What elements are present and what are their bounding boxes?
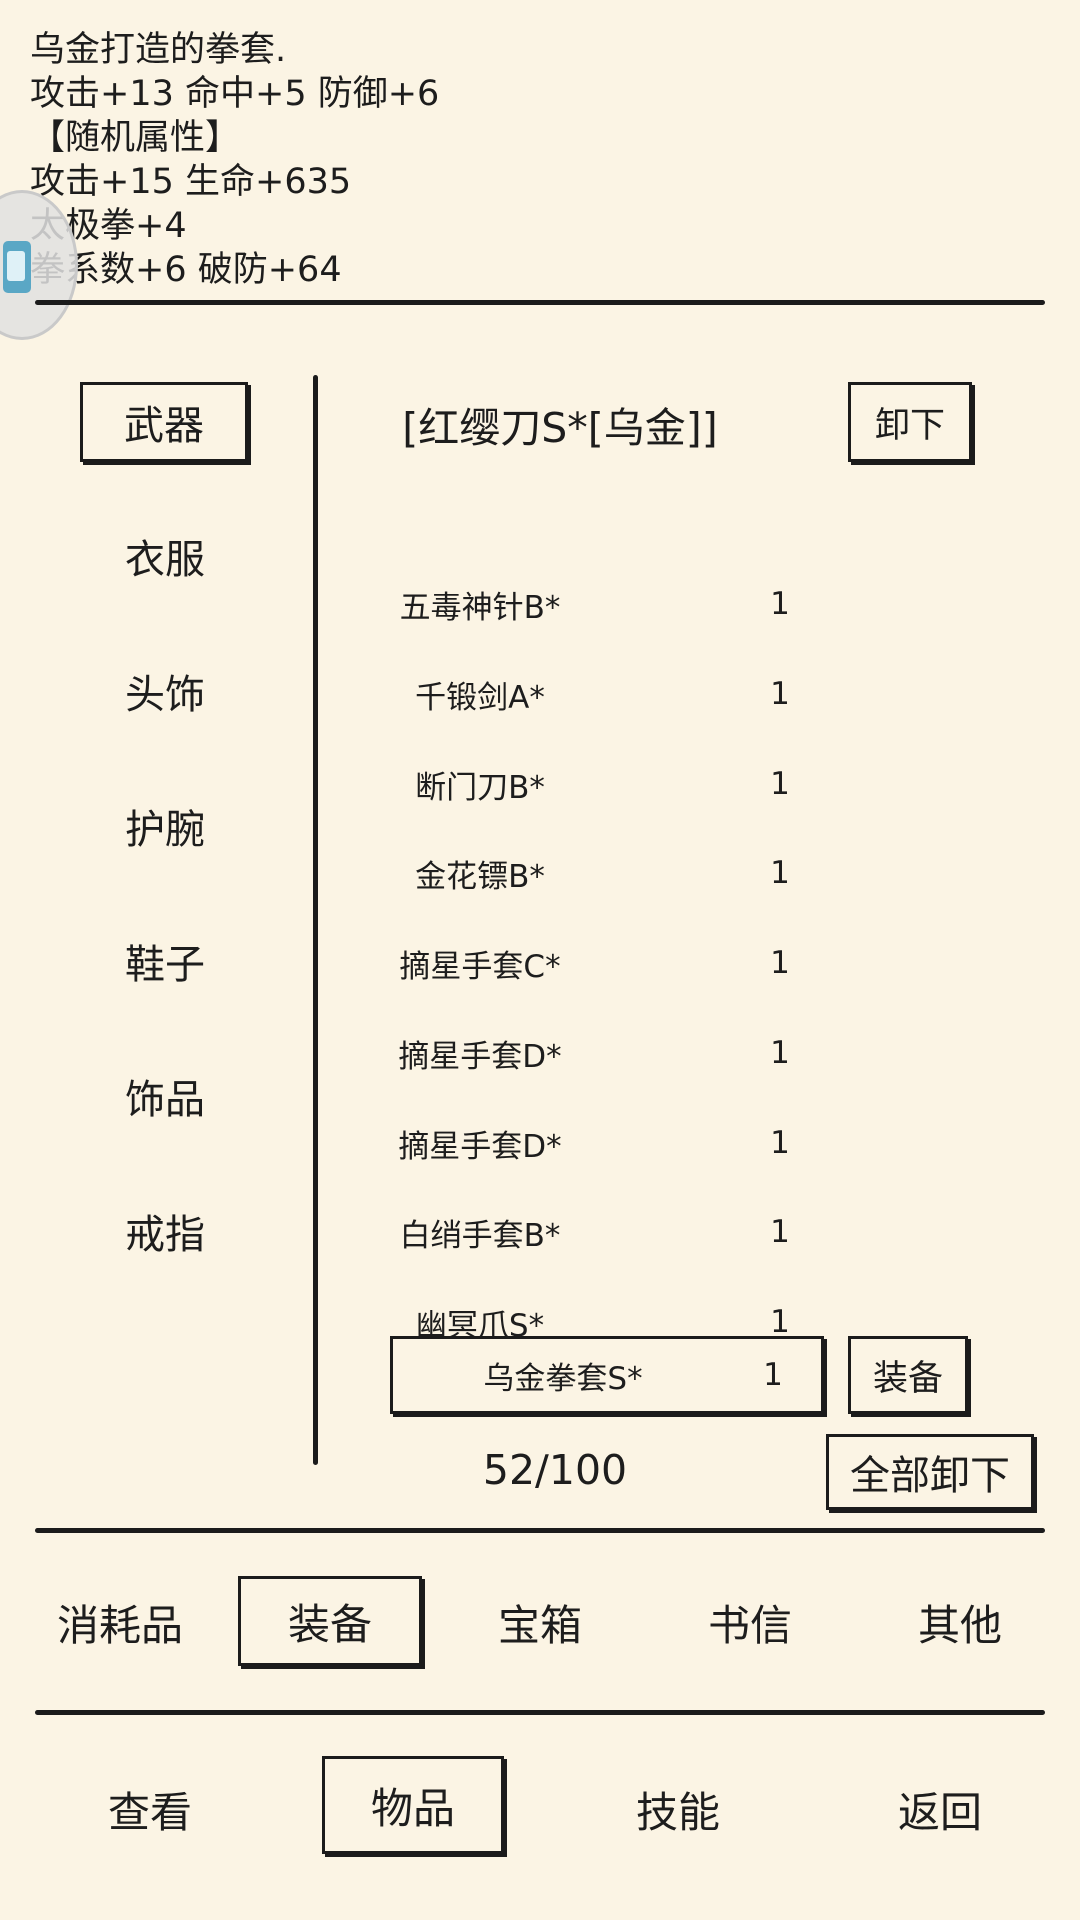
equip-label: 装备 xyxy=(872,1358,943,1399)
category-bracer[interactable]: 护腕 xyxy=(60,784,270,868)
description-line: 乌金打造的拳套. xyxy=(30,30,287,70)
tab-treasure-chests[interactable]: 宝箱 xyxy=(460,1580,620,1664)
divider xyxy=(35,1528,1045,1533)
item-qty: 1 xyxy=(770,945,790,981)
item-name: 白绡手套B* xyxy=(399,1217,561,1254)
item-name: 摘星手套D* xyxy=(398,1038,562,1075)
list-item[interactable]: 断门刀B* 1 xyxy=(330,744,830,824)
item-list[interactable]: 五毒神针B* 1 千锻剑A* 1 断门刀B* 1 金花镖B* 1 摘星手套C* 1 摘星手… xyxy=(330,480,830,1400)
nav-view[interactable]: 查看 xyxy=(70,1766,230,1852)
unequip-button[interactable]: 卸下 xyxy=(848,382,972,462)
item-name: 金花镖B* xyxy=(415,858,545,895)
description-line: 攻击+13 命中+5 防御+6 xyxy=(30,74,440,114)
category-label: 饰品 xyxy=(125,1077,205,1123)
item-qty: 1 xyxy=(770,1035,790,1071)
category-label: 护腕 xyxy=(125,807,205,853)
category-clothes[interactable]: 衣服 xyxy=(60,514,270,598)
description-line: 拳系数+6 破防+64 xyxy=(30,250,342,290)
item-name: 摘星手套C* xyxy=(399,948,561,985)
item-description: 乌金打造的拳套. 攻击+13 命中+5 防御+6 【随机属性】 攻击+15 生命… xyxy=(30,28,1030,290)
vertical-divider xyxy=(313,375,318,1465)
tab-others[interactable]: 其他 xyxy=(880,1580,1040,1664)
tab-label: 书信 xyxy=(707,1600,792,1650)
list-item[interactable]: 摘星手套C* 1 xyxy=(330,923,830,1003)
category-shoes[interactable]: 鞋子 xyxy=(60,919,270,1003)
item-name: 断门刀B* xyxy=(415,769,545,806)
description-line: 【随机属性】 xyxy=(30,118,241,158)
unequip-label: 卸下 xyxy=(874,405,945,446)
divider xyxy=(35,1710,1045,1715)
nav-label: 返回 xyxy=(897,1787,982,1837)
list-item[interactable]: 金花镖B* 1 xyxy=(330,833,830,913)
tab-label: 消耗品 xyxy=(56,1600,183,1650)
tab-label: 宝箱 xyxy=(497,1600,582,1650)
category-headwear[interactable]: 头饰 xyxy=(60,649,270,733)
item-qty: 1 xyxy=(770,766,790,802)
list-item[interactable]: 五毒神针B* 1 xyxy=(330,564,830,644)
equip-button[interactable]: 装备 xyxy=(848,1336,968,1414)
item-qty: 1 xyxy=(770,855,790,891)
nav-label: 查看 xyxy=(107,1787,192,1837)
description-line: 太极拳+4 xyxy=(30,206,187,246)
item-name: 乌金拳套S* xyxy=(483,1360,643,1397)
item-name: 五毒神针B* xyxy=(399,589,561,626)
category-label: 戒指 xyxy=(125,1212,205,1258)
unequip-all-button[interactable]: 全部卸下 xyxy=(826,1434,1034,1510)
tab-letters[interactable]: 书信 xyxy=(670,1580,830,1664)
divider xyxy=(35,300,1045,305)
nav-items[interactable]: 物品 xyxy=(322,1756,504,1854)
tab-consumables[interactable]: 消耗品 xyxy=(40,1580,200,1664)
unequip-all-label: 全部卸下 xyxy=(850,1453,1010,1499)
tab-label: 其他 xyxy=(917,1600,1002,1650)
list-item-selected[interactable]: 乌金拳套S* 1 xyxy=(390,1336,824,1414)
tab-equipment[interactable]: 装备 xyxy=(238,1576,422,1666)
list-item[interactable]: 摘星手套D* 1 xyxy=(330,1013,830,1093)
nav-label: 物品 xyxy=(370,1783,455,1833)
item-qty: 1 xyxy=(770,676,790,712)
item-name: 千锻剑A* xyxy=(415,679,545,716)
description-line: 攻击+15 生命+635 xyxy=(30,162,352,202)
item-qty: 1 xyxy=(770,1214,790,1250)
nav-skills[interactable]: 技能 xyxy=(598,1766,758,1852)
item-qty: 1 xyxy=(770,1125,790,1161)
category-weapon[interactable]: 武器 xyxy=(80,382,248,462)
item-qty: 1 xyxy=(770,1304,790,1340)
nav-back[interactable]: 返回 xyxy=(860,1766,1020,1852)
list-item[interactable]: 摘星手套D* 1 xyxy=(330,1103,830,1183)
item-qty: 1 xyxy=(763,1357,783,1393)
item-qty: 1 xyxy=(770,586,790,622)
category-label: 鞋子 xyxy=(125,942,205,988)
item-name: 摘星手套D* xyxy=(398,1128,562,1165)
category-label: 头饰 xyxy=(125,672,205,718)
category-accessory[interactable]: 饰品 xyxy=(60,1054,270,1138)
list-item[interactable]: 白绡手套B* 1 xyxy=(330,1192,830,1272)
tab-label: 装备 xyxy=(287,1599,372,1649)
category-ring[interactable]: 戒指 xyxy=(60,1189,270,1273)
equipped-item-name: [红缨刀S*[乌金]] xyxy=(402,404,718,452)
nav-label: 技能 xyxy=(635,1787,720,1837)
list-item[interactable]: 千锻剑A* 1 xyxy=(330,654,830,734)
category-label: 武器 xyxy=(124,403,204,449)
inventory-capacity: 52/100 xyxy=(482,1446,628,1494)
category-label: 衣服 xyxy=(125,537,205,583)
